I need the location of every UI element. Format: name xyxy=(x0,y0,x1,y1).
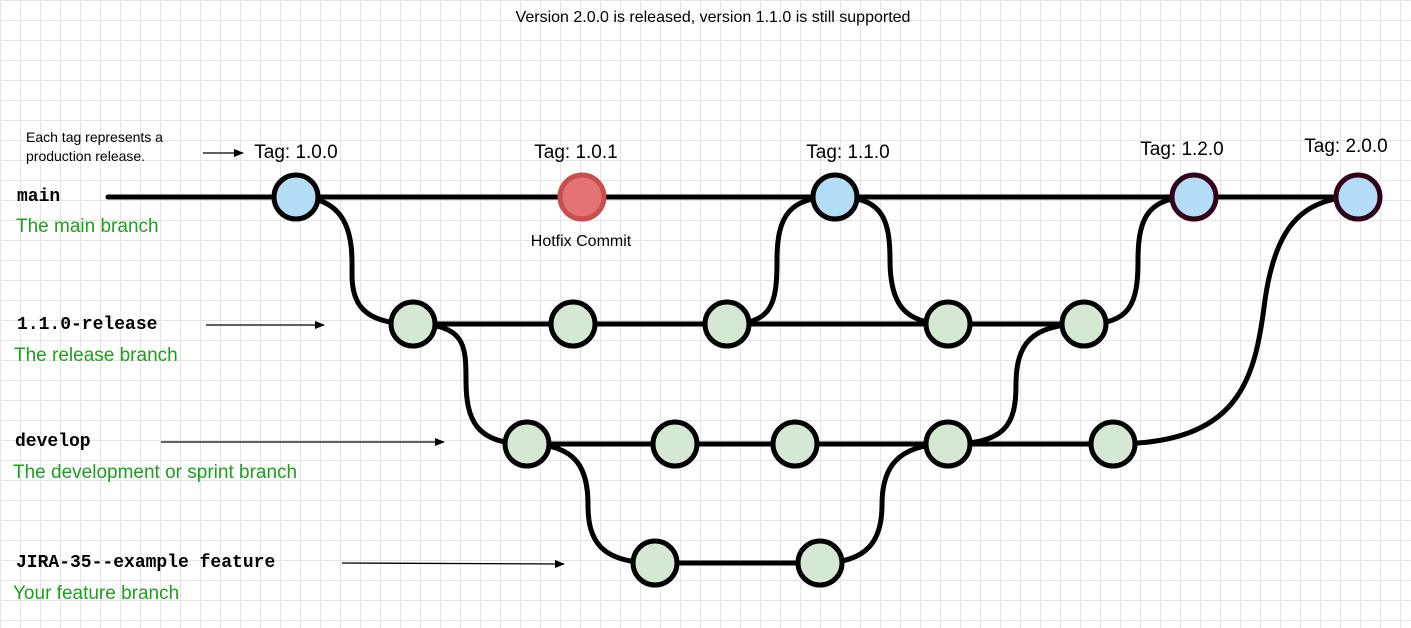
commit-release-3 xyxy=(702,299,752,349)
curve-develop-to-release xyxy=(945,321,1087,447)
tag-label-1-0-1: Tag: 1.0.1 xyxy=(534,142,618,163)
curve-release-to-main xyxy=(724,194,838,327)
commit-release-4 xyxy=(923,299,973,349)
tag-label-1-2-0: Tag: 1.2.0 xyxy=(1140,139,1224,160)
curve-feature-to-develop xyxy=(817,441,951,566)
commit-develop-4 xyxy=(923,419,973,469)
commit-develop-2 xyxy=(650,419,700,469)
curve-develop-to-main xyxy=(1110,194,1361,447)
diagram-title: Version 2.0.0 is released, version 1.1.0… xyxy=(515,9,911,26)
tag-label-1-0-0: Tag: 1.0.0 xyxy=(254,142,338,163)
commit-release-5 xyxy=(1059,299,1109,349)
curve-develop-to-feature xyxy=(524,441,658,566)
curve-release-to-develop xyxy=(410,321,530,447)
commit-main-tag-1-0-0 xyxy=(271,172,321,222)
feature-arrow xyxy=(341,559,565,568)
hotfix-label: Hotfix Commit xyxy=(530,233,632,250)
branch-desc-develop: The development or sprint branch xyxy=(13,462,298,483)
tag-label-1-1-0: Tag: 1.1.0 xyxy=(806,142,890,163)
branch-name-release: 1.1.0-release xyxy=(17,315,158,335)
branch-name-develop: develop xyxy=(15,432,91,452)
commit-main-tag-1-2-0 xyxy=(1169,172,1219,222)
curve-release-to-main-2 xyxy=(1081,194,1197,327)
commit-main-tag-1-1-0 xyxy=(810,172,860,222)
commit-main-tag-2-0-0 xyxy=(1333,172,1383,222)
curve-main-to-release-2 xyxy=(832,194,951,327)
commit-develop-3 xyxy=(770,419,820,469)
commit-feature-2 xyxy=(795,538,845,588)
commit-release-1 xyxy=(388,299,438,349)
curve-main-to-release xyxy=(293,194,416,327)
branch-desc-main: The main branch xyxy=(16,216,159,237)
branch-name-main: main xyxy=(17,187,61,207)
branch-desc-release: The release branch xyxy=(14,345,178,366)
tag-label-2-0-0: Tag: 2.0.0 xyxy=(1304,136,1388,157)
branch-desc-feature: Your feature branch xyxy=(13,583,180,604)
branch-name-feature: JIRA-35--example feature xyxy=(16,553,276,573)
commit-develop-1 xyxy=(502,419,552,469)
tag-note: Each tag represents a production release… xyxy=(26,129,163,164)
commit-hotfix-tag-1-0-1 xyxy=(557,172,607,222)
commit-feature-1 xyxy=(630,538,680,588)
commit-release-2 xyxy=(548,299,598,349)
commit-develop-5 xyxy=(1088,419,1138,469)
